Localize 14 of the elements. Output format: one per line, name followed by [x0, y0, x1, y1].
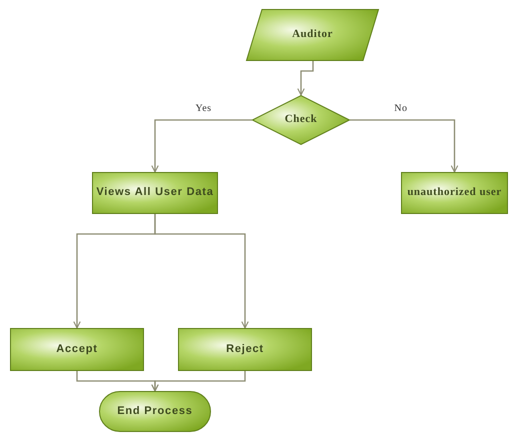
edge-label: Yes — [196, 103, 212, 114]
node-label: End Process — [117, 404, 193, 418]
node-label: Reject — [226, 342, 264, 356]
arrow — [350, 119, 458, 173]
node-label: Accept — [56, 342, 98, 356]
node-label: Check — [284, 113, 318, 127]
node-label: unauthorized user — [407, 186, 502, 200]
node-label: Auditor — [292, 28, 333, 42]
node-label: Views All User Data — [96, 186, 214, 200]
arrow — [151, 371, 246, 392]
edge-label: No — [394, 103, 408, 114]
arrow — [297, 61, 314, 96]
arrow — [154, 214, 249, 329]
arrow — [151, 119, 252, 173]
